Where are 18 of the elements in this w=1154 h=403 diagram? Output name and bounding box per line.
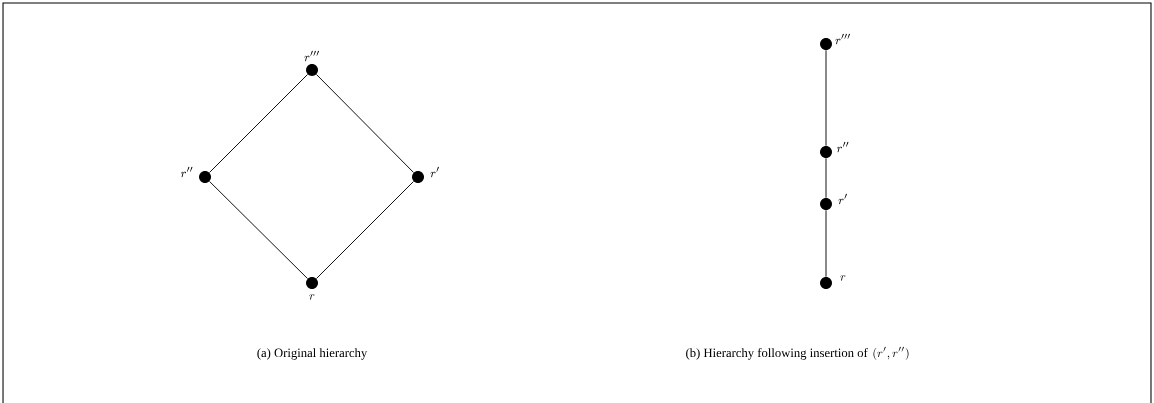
vertex-label: $r$ xyxy=(840,275,846,281)
caption: (a) Original hierarchy xyxy=(257,348,368,360)
edge-line xyxy=(315,74,415,173)
vertex-label: $r'$ xyxy=(838,193,847,205)
vertex-label: $r$ xyxy=(309,294,315,300)
vertex-label: $r'''$ xyxy=(835,33,850,45)
edge-line xyxy=(825,157,827,199)
edge-line xyxy=(825,209,827,278)
vertex-label: $r'$ xyxy=(430,166,439,178)
vertex-label: $r''$ xyxy=(837,141,849,153)
vertex-label: $r'''$ xyxy=(304,50,319,62)
edge-line xyxy=(825,49,827,147)
caption-formula: $(r',r'')$ xyxy=(873,346,909,360)
edge-line xyxy=(209,180,309,280)
edge-line xyxy=(208,73,309,174)
edge-line xyxy=(315,180,415,280)
vertex-label: $r''$ xyxy=(181,166,193,178)
caption: (b) Hierarchy following insertion of xyxy=(686,348,868,360)
